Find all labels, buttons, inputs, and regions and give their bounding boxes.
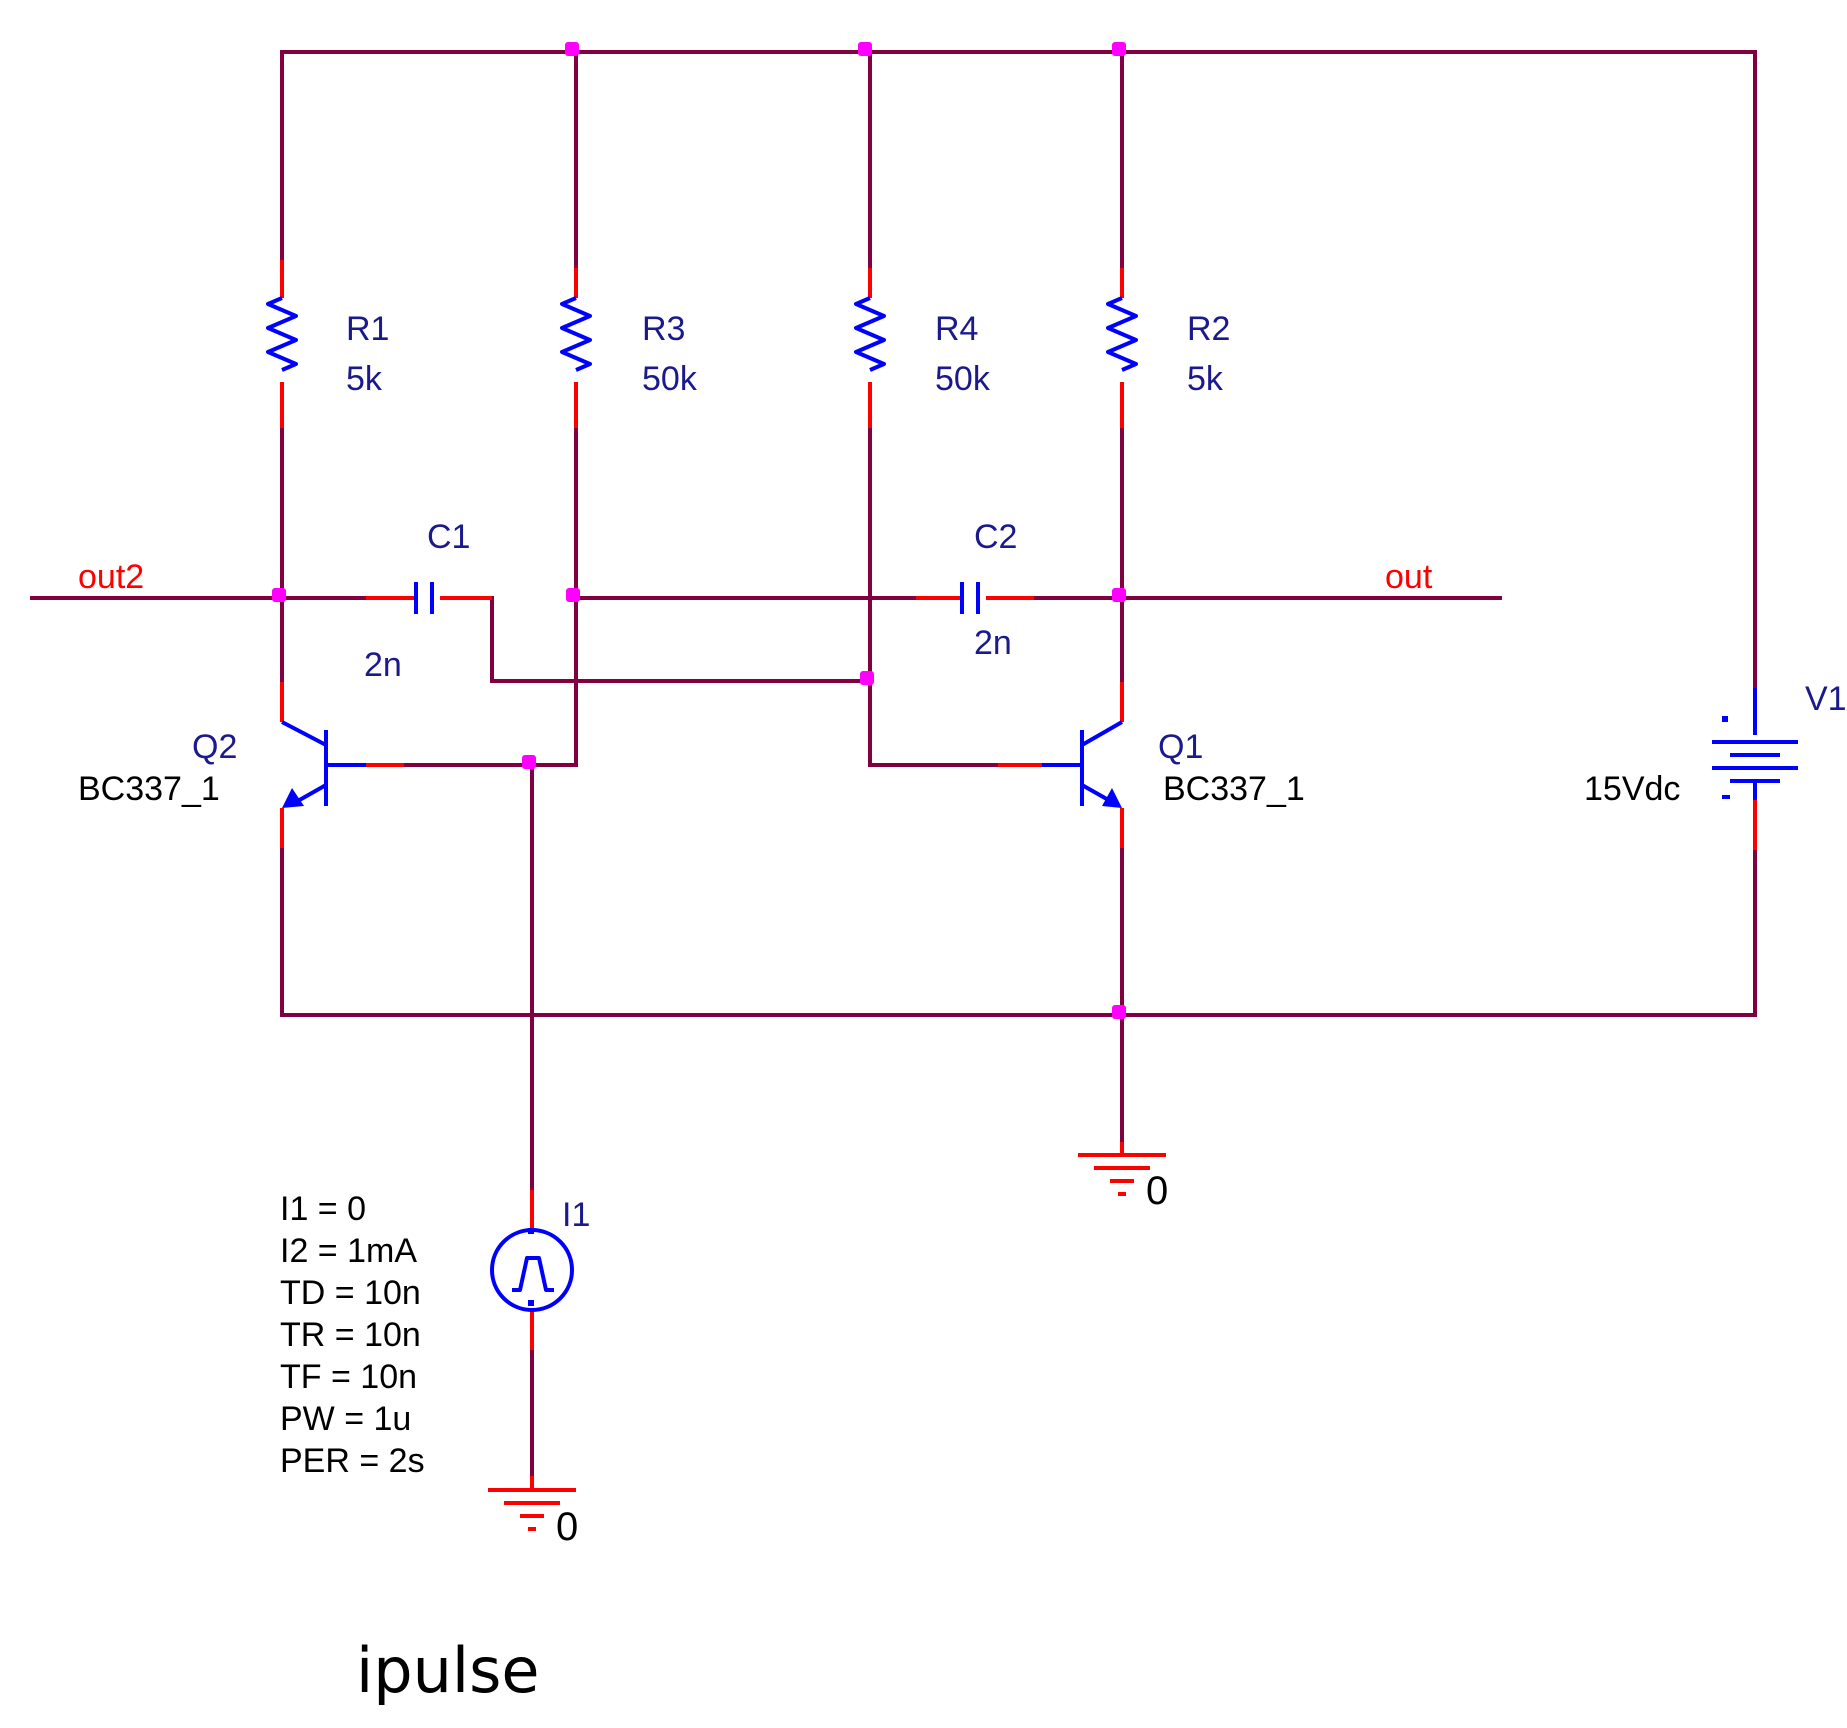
i1-param-tr: TR = 10n <box>280 1316 421 1354</box>
r1-ref-label: R1 <box>346 310 389 348</box>
net-labels: out2 out 0 0 <box>78 558 1433 1549</box>
junction-dot <box>565 42 579 56</box>
vcc-rail <box>280 50 1757 690</box>
junction-dot <box>522 755 536 769</box>
q1-model-label: BC337_1 <box>1163 770 1305 808</box>
pulse-current-source-i1[interactable] <box>490 1190 574 1350</box>
resistor-r1[interactable] <box>266 260 298 428</box>
i1-param-i1: I1 = 0 <box>280 1190 366 1228</box>
wire-c1-right <box>490 596 872 683</box>
wire-r4-bottom <box>868 426 1000 767</box>
junction-dot <box>1112 588 1126 602</box>
diagram-caption: ipulse <box>356 1634 540 1707</box>
junction-dot <box>1112 1005 1126 1019</box>
resistor-r2[interactable] <box>1106 268 1138 428</box>
wire-q2-emitter <box>280 846 1757 1017</box>
v1-ref-label: V1 <box>1805 680 1847 718</box>
capacitor-c2[interactable] <box>916 582 1034 614</box>
junction-dot <box>566 588 580 602</box>
ground-label-i1: 0 <box>556 1505 578 1549</box>
junction-dot <box>1112 42 1126 56</box>
i1-param-i2: I2 = 1mA <box>280 1232 417 1270</box>
r2-value-label: 5k <box>1187 360 1224 398</box>
r3-ref-label: R3 <box>642 310 685 348</box>
i1-param-td: TD = 10n <box>280 1274 421 1312</box>
r4-ref-label: R4 <box>935 310 978 348</box>
capacitor-c1[interactable] <box>366 582 492 614</box>
c2-value-label: 2n <box>974 624 1012 662</box>
ground-label-q1: 0 <box>1146 1169 1168 1213</box>
r3-value-label: 50k <box>642 360 698 398</box>
junctions <box>272 42 1126 1019</box>
c1-ref-label: C1 <box>427 518 470 556</box>
i1-param-per: PER = 2s <box>280 1442 425 1480</box>
wire-r3-bottom <box>530 426 578 767</box>
junction-dot <box>860 671 874 685</box>
ground-symbol-q1 <box>1078 1142 1166 1196</box>
r4-value-label: 50k <box>935 360 991 398</box>
net-label-out2: out2 <box>78 558 144 596</box>
transistor-q1[interactable] <box>998 682 1124 848</box>
battery-v1[interactable] <box>1712 688 1798 850</box>
junction-dot <box>858 42 872 56</box>
r2-ref-label: R2 <box>1187 310 1230 348</box>
q1-ref-label: Q1 <box>1158 728 1203 766</box>
ground-symbol-i1 <box>488 1476 576 1531</box>
q2-ref-label: Q2 <box>192 728 237 766</box>
resistor-r3[interactable] <box>560 268 592 428</box>
c1-value-label: 2n <box>364 646 402 684</box>
i1-param-pw: PW = 1u <box>280 1400 411 1438</box>
junction-dot <box>272 588 286 602</box>
resistor-r4[interactable] <box>854 268 886 428</box>
net-label-out: out <box>1385 558 1433 596</box>
r1-value-label: 5k <box>346 360 383 398</box>
i1-param-tf: TF = 10n <box>280 1358 417 1396</box>
component-labels: R1 5k R3 50k R4 50k R2 5k C1 2n C2 2n Q2… <box>78 310 1847 1480</box>
transistor-q2[interactable] <box>280 682 404 848</box>
c2-ref-label: C2 <box>974 518 1017 556</box>
wires <box>30 50 1757 1478</box>
v1-value-label: 15Vdc <box>1584 770 1680 808</box>
q2-model-label: BC337_1 <box>78 770 220 808</box>
i1-ref-label: I1 <box>562 1196 590 1234</box>
